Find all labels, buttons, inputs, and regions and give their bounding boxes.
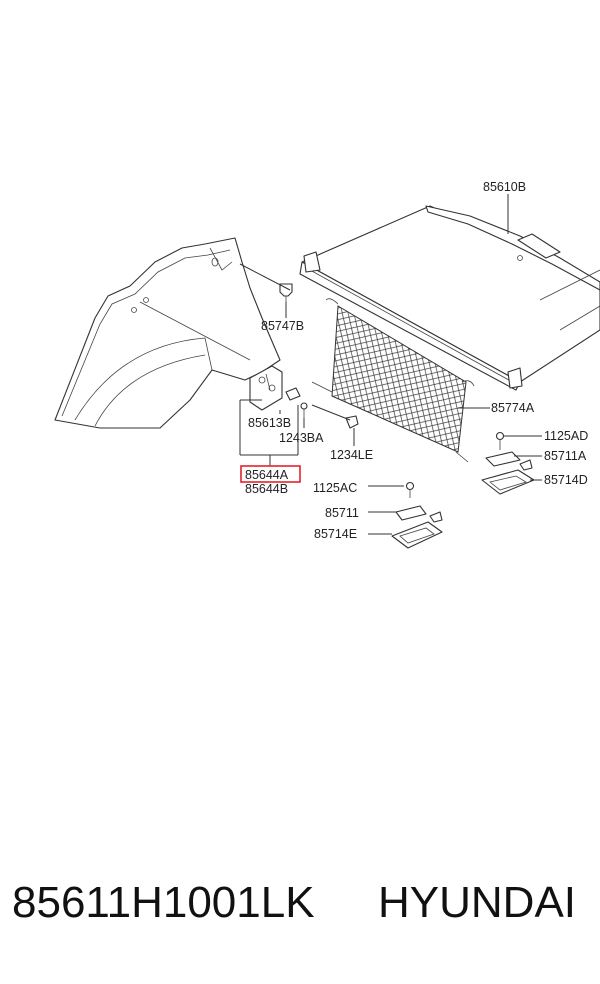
bracket-85714D — [481, 459, 535, 495]
screw-1243BA — [300, 402, 308, 418]
bracket-85714E — [391, 511, 443, 549]
cover-85711A — [485, 451, 521, 467]
part-number: 85611H1001LK — [12, 878, 315, 927]
callout-85747B: 85747B — [261, 319, 304, 333]
brand-name: HYUNDAI — [378, 878, 577, 927]
callout-85714D: 85714D — [544, 473, 588, 487]
cover-85711 — [395, 505, 427, 521]
callout-85774A: 85774A — [491, 401, 535, 415]
callout-1234LE: 1234LE — [330, 448, 373, 462]
callout-1243BA: 1243BA — [279, 431, 324, 445]
callout-85644B: 85644B — [245, 482, 288, 496]
screw-1234LE — [345, 415, 359, 429]
leader-lines — [239, 194, 542, 535]
callout-85711: 85711 — [325, 506, 359, 520]
callout-1125AC: 1125AC — [313, 481, 357, 495]
tonneau-cover — [299, 205, 600, 391]
highlight-box — [240, 465, 301, 483]
callout-85644A: 85644A — [245, 468, 289, 482]
caption: 85611H1001LK HYUNDAI — [0, 878, 600, 948]
clip-85613B — [285, 387, 301, 401]
screw-85747B — [279, 283, 293, 302]
callout-85714E: 85714E — [314, 527, 357, 541]
callout-85711A: 85711A — [544, 449, 587, 463]
callout-85610B: 85610B — [483, 180, 526, 194]
screw-1125AC — [405, 481, 415, 498]
quarter-trim-panel — [54, 237, 281, 429]
callout-1125AD: 1125AD — [544, 429, 588, 443]
callout-85613B: 85613B — [248, 416, 291, 430]
cargo-net — [311, 298, 475, 463]
screw-1125AD — [495, 431, 505, 450]
hook-bracket — [249, 365, 283, 411]
